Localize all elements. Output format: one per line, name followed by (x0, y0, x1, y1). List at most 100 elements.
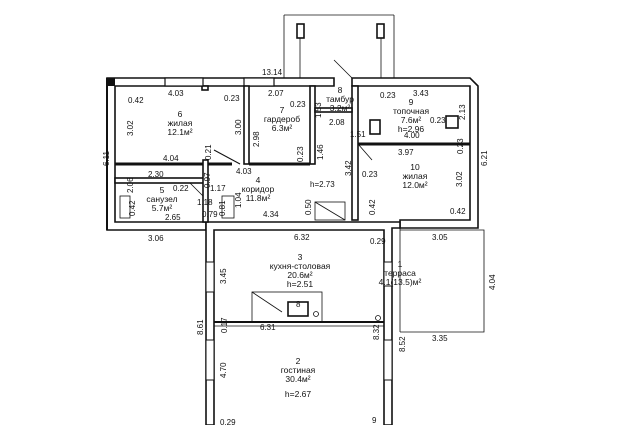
dim-label: 2.65 (165, 213, 181, 222)
dim-label: 8.32 (372, 324, 381, 340)
room-living-height: h=2.67 (284, 389, 312, 399)
terrace-outline (399, 228, 485, 333)
inner-walls (114, 59, 470, 223)
room-number: 3 (297, 252, 303, 262)
dim-label: 4.70 (219, 362, 228, 378)
room-number: 6 (177, 109, 183, 119)
room-area: 11.8м² (245, 193, 271, 203)
room-terrace-label: 1 терраса 4.1(13.5)м² (379, 260, 422, 287)
dim-label: 3.43 (413, 89, 429, 98)
dim-label: 0.23 (296, 146, 305, 162)
dim-label: 1.53 (314, 102, 323, 118)
dim-label: 3.05 (432, 233, 448, 242)
dim-label: 2.06 (126, 177, 135, 193)
room-area: 7.6м² (400, 115, 422, 125)
dim-label: 4.34 (263, 210, 279, 219)
dim-label: 1.17 (210, 184, 226, 193)
dim-label: 3.02 (126, 120, 135, 136)
dim-label: 0.97 (203, 172, 212, 188)
dim-label: 1.18 (197, 198, 213, 207)
dim-label: 2.13 (458, 104, 467, 120)
dim-label: 0.42 (128, 200, 137, 216)
room-living-label: 2 гостиная 30.4м² (281, 357, 316, 384)
room-corridor-label: 4 коридор 11.8м² (242, 176, 274, 203)
room-bedroom1-label: 6 жилая 12.1м² (167, 110, 192, 137)
dim-label: 0.29 (370, 237, 386, 246)
dim-label: 0.42 (128, 96, 144, 105)
dim-label: 6.32 (294, 233, 310, 242)
dim-label: 0.23 (456, 138, 465, 154)
dim-label: 9 (372, 416, 377, 425)
room-name: гостиная (280, 365, 316, 375)
dim-label: 8.61 (196, 319, 205, 335)
dim-label: 6.21 (480, 150, 489, 166)
dim-label: 1.51 (350, 130, 366, 139)
room-number: 1 (397, 259, 403, 269)
dim-label: 0.23 (430, 116, 446, 125)
room-kitchen-height: h=2.51 (286, 279, 314, 289)
dim-label: 0.42 (368, 199, 377, 215)
dim-label: 4.04 (488, 274, 497, 290)
dim-label: 6.31 (260, 323, 276, 332)
room-vestibule-label: 8 тамбур 3.2м² (326, 86, 354, 113)
dim-label: 3.42 (344, 160, 353, 176)
dim-label: 3.00 (234, 119, 243, 135)
dim-label: 0.42 (450, 207, 466, 216)
room-name: коридор (241, 184, 275, 194)
room-number: 4 (255, 175, 261, 185)
dim-label: 4.03 (236, 167, 252, 176)
dim-label: 1.04 (234, 192, 243, 208)
dim-label: 2.07 (268, 89, 284, 98)
dim-label: 2.08 (329, 118, 345, 127)
dim-label: 1.46 (316, 144, 325, 160)
room-area: 5.7м² (151, 203, 173, 213)
room-wardrobe-label: 7 гардероб 6.3м² (264, 106, 300, 133)
room-area: 3.2м² (329, 103, 351, 113)
room-name: терраса (384, 268, 416, 278)
room-bathroom-label: 5 санузел 5.7м² (146, 186, 177, 213)
dim-label: 3.02 (455, 171, 464, 187)
porch-canopy (283, 14, 395, 80)
dim-label: 13.14 (262, 68, 283, 77)
room-name: санузел (146, 194, 178, 204)
room-number: 7 (279, 105, 285, 115)
room-name: жилая (167, 118, 193, 128)
dim-label: 2.30 (148, 170, 164, 179)
dim-label: 4.04 (163, 154, 179, 163)
room-boiler-label: 9 топочная 7.6м² h=2.96 (393, 98, 429, 134)
room-number: 9 (408, 97, 414, 107)
dim-label: 4.03 (168, 89, 184, 98)
lower-walls (205, 221, 401, 425)
room-name: топочная (392, 106, 430, 116)
room-area: 4.1(13.5)м² (378, 277, 422, 287)
dim-label: 3.45 (219, 268, 228, 284)
dim-label: 8.52 (398, 336, 407, 352)
room-number: 8 (337, 85, 343, 95)
room-name: тамбур (326, 94, 354, 104)
room-corridor-height: h=2.73 (310, 180, 335, 189)
room-area: 30.4м² (285, 374, 311, 384)
dim-label: 0.23 (290, 100, 306, 109)
dim-label: 0.29 (220, 418, 236, 427)
room-height: h=2.96 (397, 124, 425, 134)
dim-label: 3.35 (432, 334, 448, 343)
dim-label: 0.23 (362, 170, 378, 179)
room-area: 12.0м² (402, 180, 428, 190)
dim-label: 0.23 (224, 94, 240, 103)
dim-label: 0.17 (220, 317, 229, 333)
dim-label: 0.50 (304, 199, 313, 215)
room-number: 2 (295, 356, 301, 366)
room-name: жилая (402, 171, 428, 181)
room-area: 12.1м² (167, 127, 193, 137)
dim-label: 2.98 (252, 131, 261, 147)
room-number: 10 (410, 162, 420, 172)
dim-label: 4.00 (404, 131, 420, 140)
dim-label: 6.11 (102, 151, 111, 166)
room-name: гардероб (263, 114, 301, 124)
room-area: 6.3м² (271, 123, 293, 133)
room-name: кухня-столовая (269, 261, 331, 271)
dim-label: 3.97 (398, 148, 414, 157)
stove-number: 8 (296, 300, 301, 309)
dim-label: 0.22 (173, 184, 189, 193)
